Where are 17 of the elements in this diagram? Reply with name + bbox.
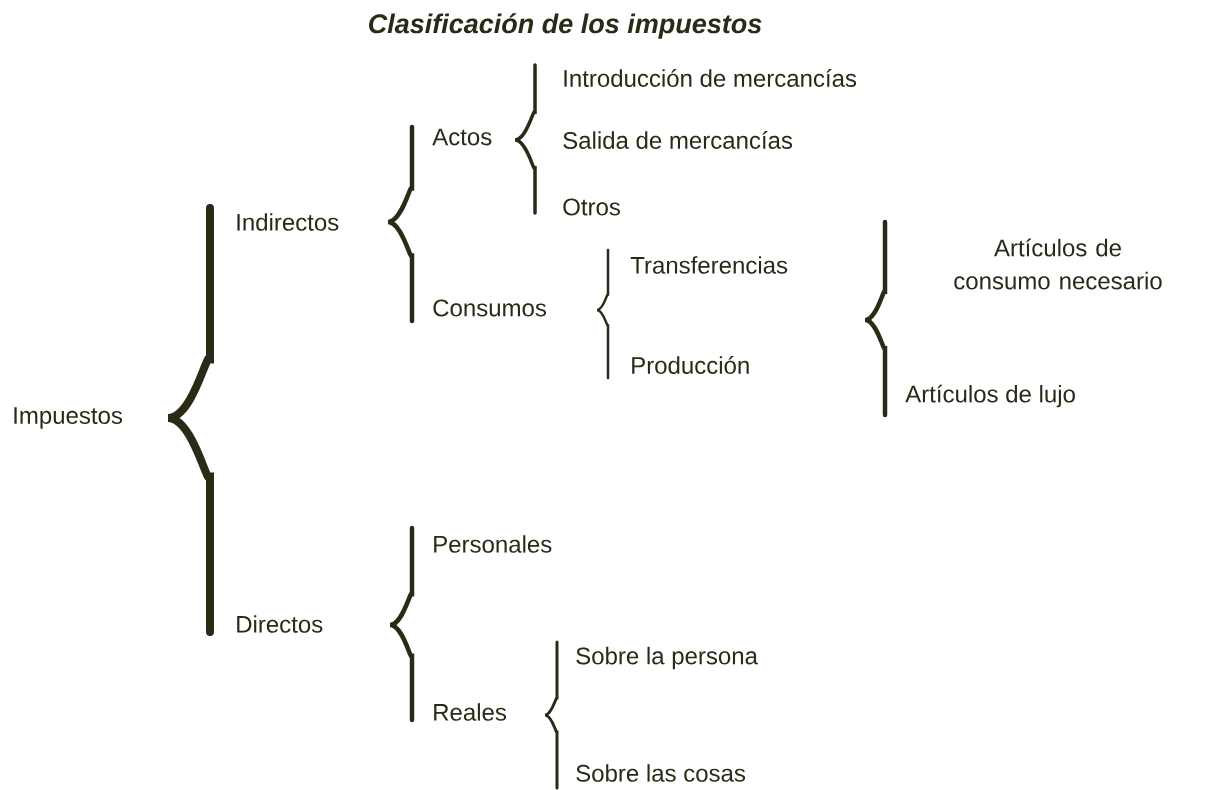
category-label: Personales [434, 535, 552, 553]
category-label: Impuestos [14, 407, 123, 429]
category-label: Indirectos [237, 213, 339, 231]
category-label: Sobre las cosas [576, 764, 746, 782]
title: Clasificación de los impuestos [369, 13, 762, 39]
category-label: Otros [563, 198, 620, 216]
category-label: Introducción de mercancías [564, 69, 857, 87]
category-label: Artículos de consumo necesario [954, 238, 1162, 290]
category-label: Directos [237, 615, 323, 633]
category-label: Producción [632, 356, 749, 374]
category-label: Transferencias [630, 256, 788, 274]
category-label: Sobre la persona [576, 646, 758, 670]
category-label: Salida de mercancías [563, 131, 793, 149]
category-label: Actos [432, 128, 492, 146]
category-label: Artículos de lujo [905, 384, 1075, 408]
category-label: Reales [434, 703, 507, 721]
category-label: Consumos [433, 299, 547, 317]
